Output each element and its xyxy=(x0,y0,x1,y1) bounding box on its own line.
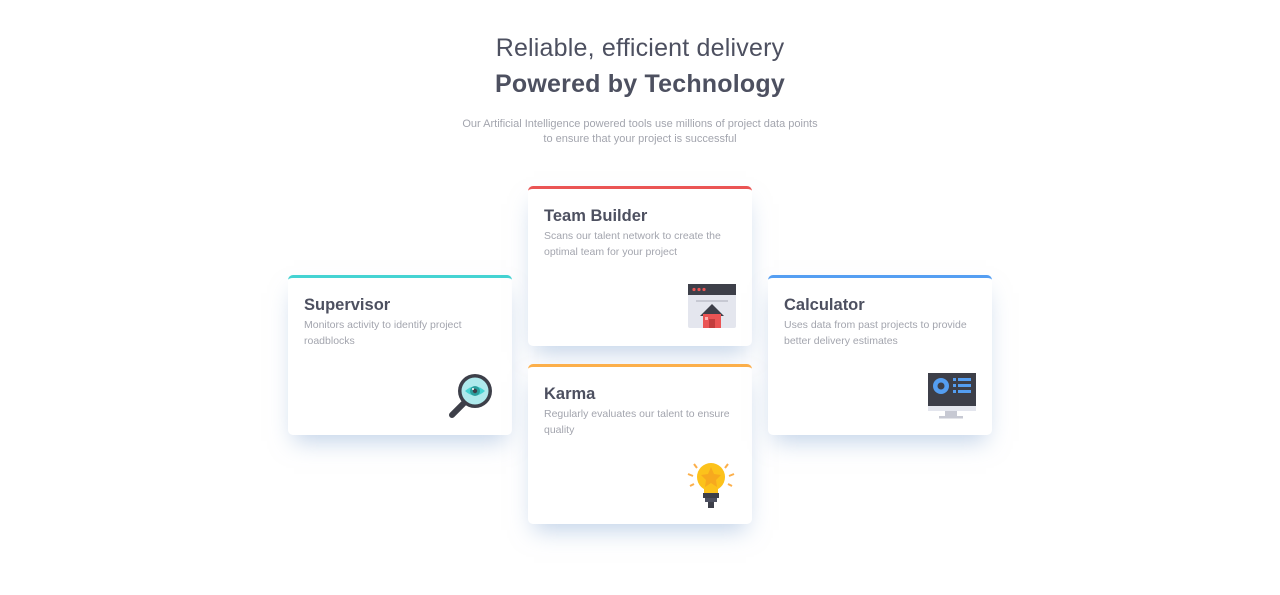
card-supervisor: Supervisor Monitors activity to identify… xyxy=(288,275,512,435)
magnifier-eye-icon xyxy=(446,371,496,421)
card-title: Team Builder xyxy=(544,207,648,225)
card-title: Karma xyxy=(544,385,596,403)
lightbulb-icon xyxy=(686,460,736,510)
card-description: Uses data from past projects to provide … xyxy=(784,319,967,347)
card-title: Supervisor xyxy=(304,296,391,314)
section-description: Our Artificial Intelligence powered tool… xyxy=(440,117,840,147)
card-team-builder: Team Builder Scans our talent network to… xyxy=(528,186,752,346)
section-title: Powered by Technology xyxy=(495,70,785,98)
card-description: Regularly evaluates our talent to ensure… xyxy=(544,408,730,436)
section-subtitle: Reliable, efficient delivery xyxy=(495,34,785,62)
card-karma: Karma Regularly evaluates our talent to … xyxy=(528,364,752,524)
section-description-line-2: to ensure that your project is successfu… xyxy=(543,133,737,145)
browser-window-icon xyxy=(686,282,736,332)
section-description-line-1: Our Artificial Intelligence powered tool… xyxy=(462,118,818,130)
card-title: Calculator xyxy=(784,296,865,314)
card-description: Scans our talent network to create the o… xyxy=(544,230,721,258)
monitor-chart-icon xyxy=(926,371,976,421)
card-calculator: Calculator Uses data from past projects … xyxy=(768,275,992,435)
card-description: Monitors activity to identify project ro… xyxy=(304,319,462,347)
